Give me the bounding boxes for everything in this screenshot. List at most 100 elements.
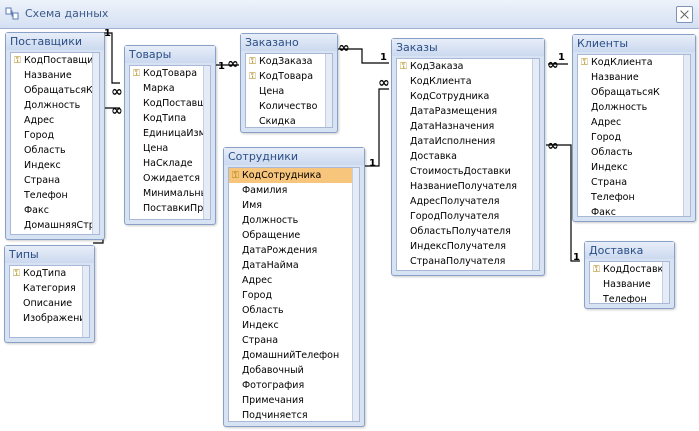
field-row[interactable]: Ожидается [130, 171, 210, 186]
field-row[interactable]: Адрес [578, 115, 690, 130]
field-row[interactable]: ПоставкиПрекращены [130, 201, 210, 216]
table-title[interactable]: Заказано [241, 34, 337, 51]
field-row[interactable]: Фотография [229, 378, 359, 393]
field-row[interactable]: Индекс [229, 318, 359, 333]
field-row[interactable]: Марка [130, 81, 210, 96]
field-row[interactable]: КодТипа [130, 111, 210, 126]
field-row[interactable]: Область [229, 303, 359, 318]
field-row[interactable]: ОбращатьсяК [11, 83, 99, 98]
field-row[interactable]: ⚿КодЗаказа [246, 54, 332, 69]
table-title[interactable]: Доставка [585, 242, 674, 259]
field-row[interactable]: Адрес [11, 113, 99, 128]
table-title[interactable]: Заказы [392, 39, 544, 56]
field-row[interactable]: Страна [11, 173, 99, 188]
scrollbar[interactable] [325, 54, 332, 127]
table-title[interactable]: Товары [125, 46, 215, 63]
field-row[interactable]: ⚿КодТовара [246, 69, 332, 84]
field-row[interactable]: Цена [130, 141, 210, 156]
field-row[interactable]: СтоимостьДоставки [397, 164, 539, 179]
field-row[interactable]: Название [590, 277, 669, 292]
field-row[interactable]: Подчиняется [229, 408, 359, 421]
field-row[interactable]: Фамилия [229, 183, 359, 198]
field-row[interactable]: Телефон [578, 190, 690, 205]
field-list[interactable]: ⚿КодТовараМаркаКодПоставщикаКодТипаЕдини… [129, 65, 211, 220]
field-row[interactable]: АдресПолучателя [397, 194, 539, 209]
field-row[interactable]: ДатаНазначения [397, 119, 539, 134]
field-row[interactable]: СтранаПолучателя [397, 254, 539, 269]
field-row[interactable]: ДомашняяСтраница [11, 218, 99, 233]
table-title[interactable]: Сотрудники [224, 148, 364, 165]
scrollbar[interactable] [352, 168, 359, 421]
field-row[interactable]: Индекс [11, 158, 99, 173]
field-row[interactable]: ⚿КодКлиента [578, 55, 690, 70]
field-row[interactable]: ИндексПолучателя [397, 239, 539, 254]
scrollbar[interactable] [92, 53, 99, 234]
field-row[interactable]: Индекс [578, 160, 690, 175]
field-row[interactable]: ⚿КодПоставщика [11, 53, 99, 68]
field-row[interactable]: Должность [229, 213, 359, 228]
field-row[interactable]: Количество [246, 99, 332, 114]
scrollbar[interactable] [683, 55, 690, 216]
field-row[interactable]: Факс [11, 203, 99, 218]
field-row[interactable]: Город [578, 130, 690, 145]
field-row[interactable]: ДатаРазмещения [397, 104, 539, 119]
field-row[interactable]: Область [578, 145, 690, 160]
field-row[interactable]: Описание [10, 296, 89, 311]
field-row[interactable]: Телефон [590, 292, 669, 303]
field-row[interactable]: ДомашнийТелефон [229, 348, 359, 363]
field-row[interactable]: ДатаИсполнения [397, 134, 539, 149]
field-row[interactable]: Примечания [229, 393, 359, 408]
field-row[interactable]: Страна [229, 333, 359, 348]
field-row[interactable]: Изображение [10, 311, 89, 326]
field-row[interactable]: Категория [10, 281, 89, 296]
field-row[interactable]: ⚿КодСотрудника [229, 168, 359, 183]
field-row[interactable]: Должность [578, 100, 690, 115]
field-row[interactable]: Факс [578, 205, 690, 216]
scrollbar[interactable] [203, 66, 210, 219]
field-row[interactable]: ОбращатьсяК [578, 85, 690, 100]
field-row[interactable]: ⚿КодТипа [10, 266, 89, 281]
field-row[interactable]: Название [578, 70, 690, 85]
scrollbar[interactable] [532, 59, 539, 270]
field-row[interactable]: МинимальныйЗапас [130, 186, 210, 201]
field-row[interactable]: Город [11, 128, 99, 143]
field-row[interactable]: Название [11, 68, 99, 83]
field-row[interactable]: Город [229, 288, 359, 303]
field-row[interactable]: ГородПолучателя [397, 209, 539, 224]
field-row[interactable]: Имя [229, 198, 359, 213]
table-title[interactable]: Поставщики [6, 33, 104, 50]
field-row[interactable]: ⚿КодЗаказа [397, 59, 539, 74]
field-row[interactable]: КодПоставщика [130, 96, 210, 111]
field-row[interactable]: НазваниеПолучателя [397, 179, 539, 194]
field-row[interactable]: Область [11, 143, 99, 158]
table-tovary[interactable]: Товары ⚿КодТовараМаркаКодПоставщикаКодТип… [124, 45, 216, 225]
field-row[interactable]: Цена [246, 84, 332, 99]
relationships-canvas[interactable]: 1 ∞ 1 ∞ 1 ∞ ∞ 1 1 ∞ ∞ 1 ∞ 1 Поставщики⚿К… [0, 29, 699, 431]
field-row[interactable]: Телефон [11, 188, 99, 203]
field-row[interactable]: Обращение [229, 228, 359, 243]
table-title[interactable]: Клиенты [573, 35, 695, 52]
scrollbar[interactable] [662, 262, 669, 303]
table-title[interactable]: Типы [5, 246, 94, 263]
field-row[interactable]: ⚿КодТовара [130, 66, 210, 81]
close-button[interactable] [676, 6, 693, 23]
field-row[interactable]: Должность [11, 98, 99, 113]
field-row[interactable]: Добавочный [229, 363, 359, 378]
scrollbar[interactable] [82, 266, 89, 337]
field-row[interactable]: ЕдиницаИзмерения [130, 126, 210, 141]
field-row[interactable]: Страна [578, 175, 690, 190]
field-row[interactable]: ДатаНайма [229, 258, 359, 273]
